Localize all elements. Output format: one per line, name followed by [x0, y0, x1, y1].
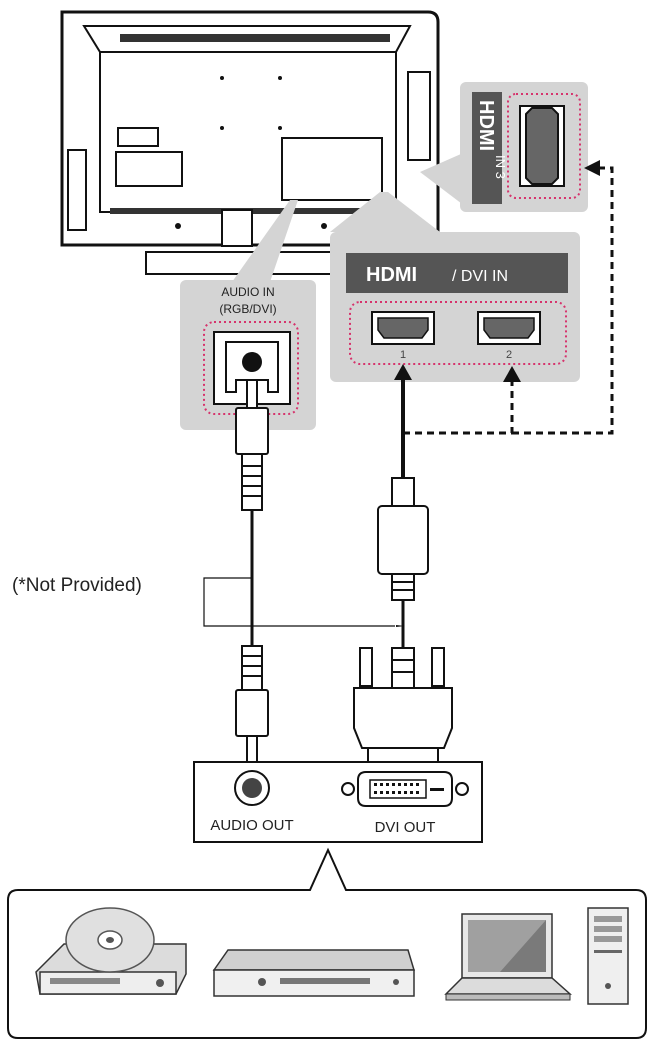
audio-cable-bottom-plug [235, 645, 269, 767]
not-provided-bracket [203, 577, 395, 627]
hdmi-dvi-header-bar [346, 253, 568, 293]
audio-out-jack [242, 778, 262, 798]
hdmi-port-2-number: 2 [506, 349, 512, 361]
source-output-panel: AUDIO OUT DVI OUT [193, 761, 483, 843]
hdmi-port-1-number: 1 [400, 349, 406, 361]
hdmi-cable-plug [377, 477, 429, 601]
side-port-label-suffix: IN 3 [493, 155, 508, 179]
audio-in-sublabel: (RGB/DVI) [219, 302, 276, 316]
audio-out-label: AUDIO OUT [210, 817, 293, 834]
desktop-tower-icon [587, 907, 629, 1005]
devices-box [7, 847, 647, 1039]
hdmi-in-1-port [371, 311, 435, 345]
side-port-callout-wedge [420, 150, 470, 210]
audio-in-label: AUDIO IN [221, 285, 274, 299]
audio-in-panel: AUDIO IN (RGB/DVI) [180, 280, 316, 430]
dvi-cable-plug [353, 647, 453, 771]
side-port-label-logo: HDMI [475, 100, 497, 151]
hdmi-dvi-label-suffix: / DVI IN [452, 268, 508, 285]
tv-back [60, 10, 440, 275]
not-provided-label: (*Not Provided) [12, 575, 142, 596]
side-hdmi-port-panel: HDMI IN 3 [460, 82, 588, 212]
hdmi-panel-callout-wedge [330, 192, 440, 232]
dvi-out-label: DVI OUT [375, 819, 436, 836]
arrow-to-hdmi3 [584, 160, 600, 176]
dvd-player-icon [35, 907, 187, 995]
hdmi-dvi-in-panel: HDMI / DVI IN 1 2 [330, 232, 580, 382]
hdmi-in-2-port [477, 311, 541, 345]
laptop-icon [444, 913, 572, 1001]
arrow-to-hdmi2 [503, 366, 521, 382]
connection-lines [203, 166, 614, 650]
dashed-line-hdmi3 [512, 166, 614, 435]
audio-cable-top-plug [235, 379, 269, 511]
hdmi-dvi-label-logo: HDMI [366, 264, 417, 286]
arrow-to-hdmi1 [394, 364, 412, 380]
set-top-box-icon [212, 949, 416, 997]
side-port-highlight [507, 93, 581, 199]
audio-in-highlight [203, 321, 299, 415]
audio-in-callout-wedge [232, 200, 298, 282]
audio-in-jack [242, 352, 262, 372]
hdmi-ports-highlight [349, 301, 567, 365]
dashed-line-hdmi2 [403, 380, 514, 435]
dvi-out-port [341, 771, 469, 807]
